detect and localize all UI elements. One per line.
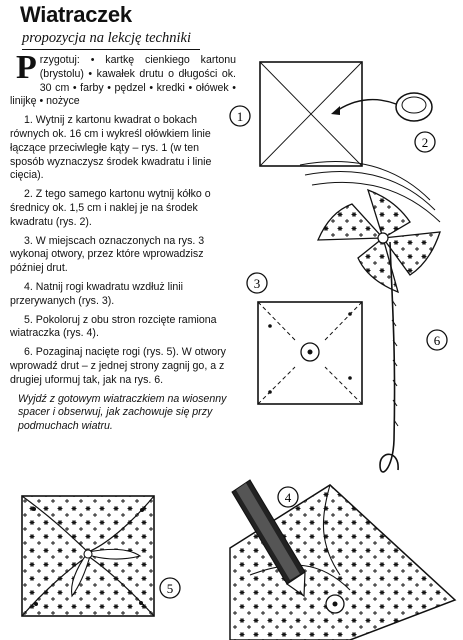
figure-1-label-circle: 1: [229, 105, 251, 127]
page-subtitle: propozycja na lekcję techniki: [22, 30, 200, 50]
figure-2-label: 2: [422, 135, 429, 150]
pencil-icon: [231, 479, 306, 598]
arrow-icon: [331, 106, 340, 115]
figure-3-label: 3: [254, 276, 261, 291]
step-5: 5. Pokoloruj z obu stron rozcięte ramion…: [10, 313, 217, 340]
figure-5-label: 5: [167, 581, 174, 596]
step-4: 4. Natnij rogi kwadratu wzdłuż linii prz…: [10, 280, 183, 307]
step-3: 3. W miejscach oznaczonych na rys. 3 wyk…: [10, 234, 205, 275]
materials-text: rzygotuj: • kartkę cienkiego kartonu (br…: [10, 54, 236, 108]
figure-6-label: 6: [434, 333, 441, 348]
figure-3-square: [257, 301, 363, 405]
figure-3-label-circle: 3: [246, 272, 268, 294]
closing-note: Wyjdź z gotowym wiatraczkiem na wiosenny…: [18, 392, 227, 433]
step-2: 2. Z tego samego kartonu wytnij kółko o …: [10, 188, 211, 228]
figure-4-coloring: [229, 484, 457, 640]
figure-6-label-circle: 6: [426, 329, 448, 351]
figure-1-label: 1: [237, 109, 244, 124]
figure-6-pinwheel: [299, 161, 441, 473]
figure-1-square: [259, 61, 363, 167]
step-6: 6. Pozaginaj nacięte rogi (rys. 5). W ot…: [10, 346, 226, 386]
figure-4-label: 4: [285, 490, 292, 505]
figure-2-label-circle: 2: [414, 131, 436, 153]
figure-5-label-circle: 5: [159, 577, 181, 599]
drop-cap: P: [16, 49, 37, 86]
page-title: Wiatraczek: [20, 2, 132, 27]
figure-4-label-circle: 4: [277, 486, 299, 508]
step-1: 1. Wytnij z kartonu kwadrat o bokach rów…: [10, 114, 212, 182]
figure-5-square: [21, 495, 155, 617]
figure-2-disc: [331, 92, 433, 122]
